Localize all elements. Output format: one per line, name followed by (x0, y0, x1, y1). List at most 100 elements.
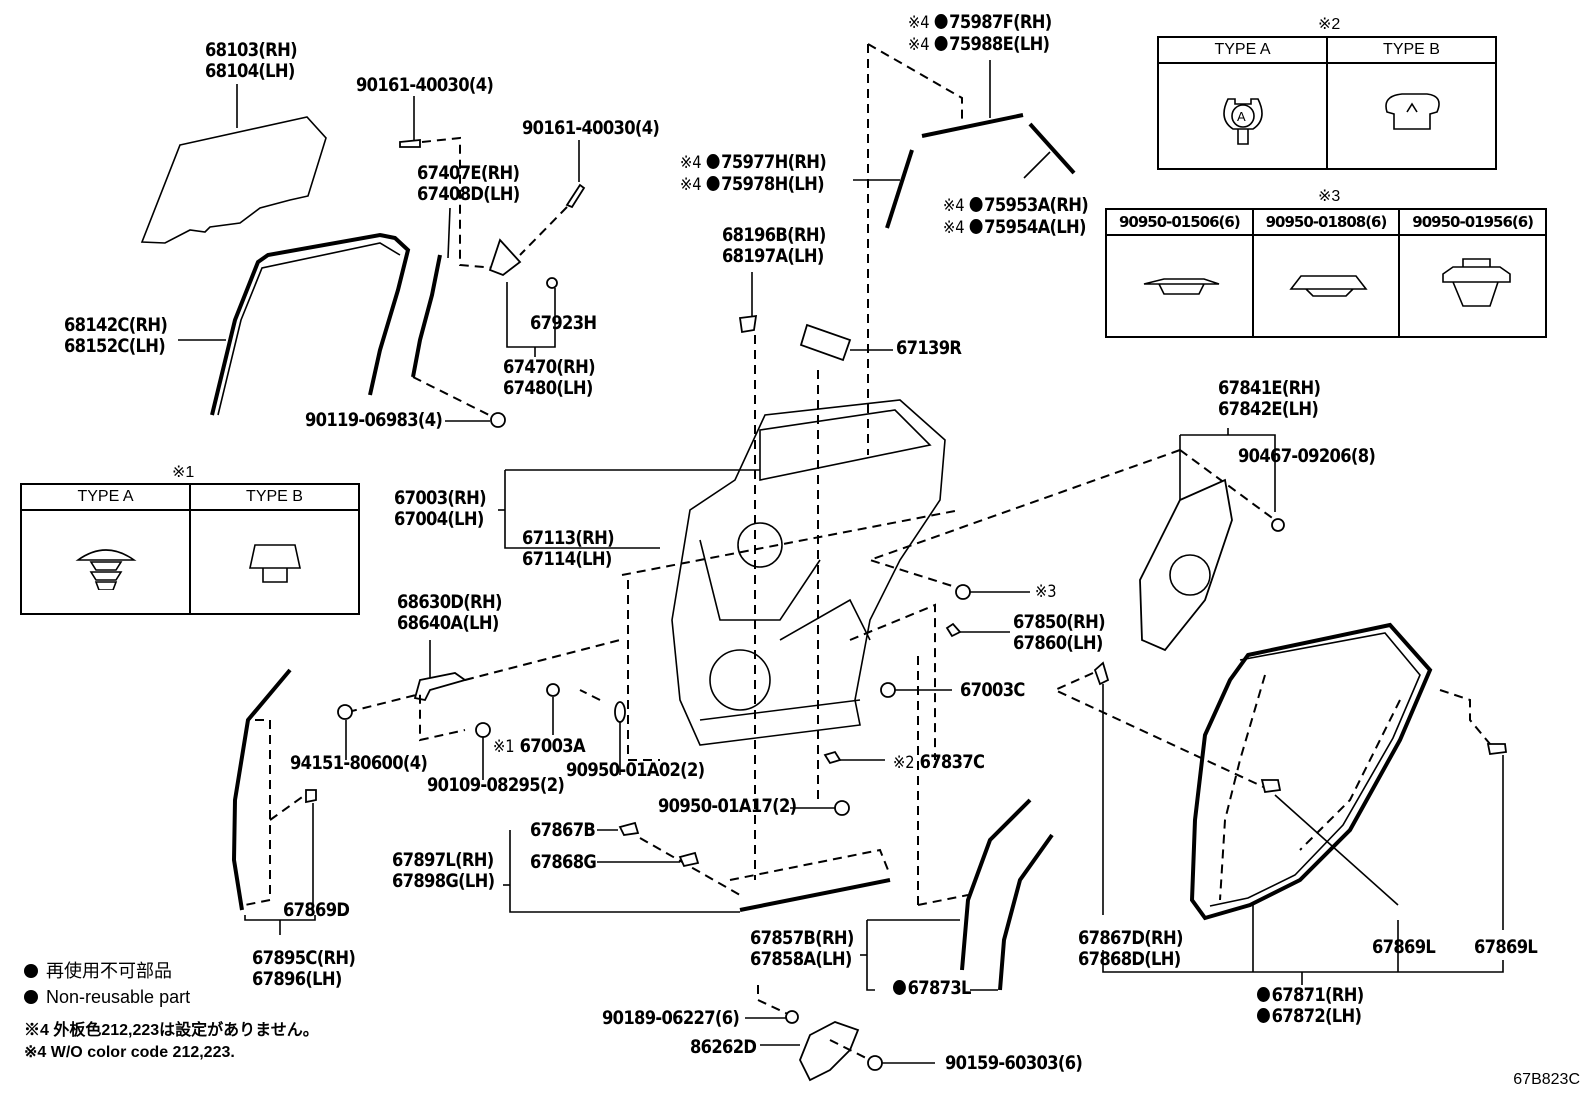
label-67871[interactable]: 67871(RH) 67872(LH) (1257, 985, 1364, 1027)
bracket-part[interactable] (488, 238, 522, 277)
label-67003[interactable]: 67003(RH)67004(LH) (394, 487, 487, 530)
hole-plug-part[interactable] (955, 584, 971, 600)
label-68103[interactable]: 68103(RH)68104(LH) (205, 39, 298, 82)
label-67003c[interactable]: 67003C (960, 679, 1025, 701)
non-reusable-dot-icon (969, 219, 983, 234)
molding-part[interactable] (885, 149, 914, 229)
weatherstrip-part[interactable] (231, 668, 292, 911)
hole-plug-icon (1441, 258, 1511, 307)
hole-plug-part[interactable] (546, 683, 560, 697)
clip-type-a-cell: A (1157, 62, 1328, 170)
label-75953[interactable]: ※4 75953A(RH) ※4 75954A(LH) (943, 194, 1089, 239)
door-weatherstrip-part[interactable] (1189, 622, 1433, 921)
weatherstrip-part[interactable] (960, 798, 1032, 971)
nut-part[interactable] (1271, 518, 1285, 532)
clip-part[interactable] (546, 277, 558, 289)
label-68196[interactable]: 68196B(RH)68197A(LH) (722, 224, 826, 267)
label-67867d[interactable]: 67867D(RH)67868D(LH) (1078, 927, 1183, 970)
non-reusable-dot-icon (969, 197, 983, 212)
screw-part[interactable] (565, 183, 586, 209)
ref-mark: ※4 (943, 218, 965, 238)
label-75987[interactable]: ※4 75987F(RH) ※4 75988E(LH) (908, 11, 1052, 56)
label-67837c[interactable]: ※2 67837C (893, 751, 985, 774)
label-67470[interactable]: 67470(RH)67480(LH) (503, 356, 596, 399)
label-67841[interactable]: 67841E(RH)67842E(LH) (1218, 377, 1321, 420)
label-90159[interactable]: 90159-60303(6) (945, 1052, 1083, 1074)
clip-part[interactable] (823, 750, 842, 765)
label-75977[interactable]: ※4 75977H(RH) ※4 75978H(LH) (680, 151, 827, 196)
label-67869d[interactable]: 67869D (283, 899, 350, 921)
table-header: TYPE B (1326, 36, 1497, 64)
clip-part[interactable] (305, 789, 317, 804)
label-67873[interactable]: 67873L (893, 978, 971, 999)
clip-part[interactable] (1486, 743, 1508, 755)
label-67407[interactable]: 67407E(RH)67408D(LH) (417, 162, 520, 205)
clip-part[interactable] (678, 851, 700, 868)
plug-cell (1398, 234, 1547, 338)
label-67869l-1[interactable]: 67869L (1372, 936, 1436, 958)
screw-part[interactable] (867, 1055, 883, 1071)
hole-plug-part[interactable] (880, 682, 896, 698)
table-ref1-caption: ※1 (172, 464, 195, 481)
service-hole-cover-part[interactable] (1139, 478, 1233, 652)
nut-part[interactable] (337, 704, 353, 720)
label-90189[interactable]: 90189-06227(6) (602, 1007, 740, 1029)
clip-type-a-cell (20, 509, 191, 615)
clip-part[interactable] (1260, 779, 1282, 793)
hole-plug-part[interactable] (614, 701, 626, 723)
clip-part[interactable] (738, 314, 758, 334)
plug-cell (1105, 234, 1254, 338)
non-reusable-dot-icon (706, 154, 720, 169)
legend: 再使用不可部品 Non-reusable part (24, 958, 190, 1010)
hole-plug-icon (1289, 275, 1368, 297)
cover-part[interactable] (799, 1021, 860, 1082)
label-68630[interactable]: 68630D(RH)68640A(LH) (397, 591, 502, 634)
molding-part[interactable] (1028, 122, 1076, 175)
label-90161-a[interactable]: 90161-40030(4) (356, 74, 494, 96)
label-67139[interactable]: 67139R (896, 337, 962, 359)
label-90109[interactable]: 90109-08295(2) (427, 774, 565, 796)
screw-part[interactable] (399, 139, 421, 148)
label-67857[interactable]: 67857B(RH)67858A(LH) (750, 927, 854, 970)
pad-part[interactable] (799, 323, 852, 362)
hole-plug-part[interactable] (834, 800, 850, 816)
label-68142[interactable]: 68142C(RH)68152C(LH) (64, 314, 168, 357)
hole-plug-icon (1144, 278, 1220, 295)
label-67869l-2[interactable]: 67869L (1474, 936, 1538, 958)
non-reusable-dot-icon (934, 14, 948, 29)
table-header: TYPE A (1157, 36, 1328, 64)
label-67868g[interactable]: 67868G (530, 851, 597, 873)
stopper-part[interactable] (945, 622, 962, 638)
label-67895[interactable]: 67895C(RH)67896(LH) (252, 947, 356, 990)
door-glass-part[interactable] (140, 116, 327, 244)
label-67003a[interactable]: ※1 67003A (493, 735, 586, 758)
rocker-molding-part[interactable] (739, 878, 891, 912)
label-94151[interactable]: 94151-80600(4) (290, 752, 428, 774)
label-90161-b[interactable]: 90161-40030(4) (522, 117, 660, 139)
non-reusable-dot-icon (1257, 1008, 1270, 1023)
clip-part[interactable] (785, 1010, 799, 1024)
label-90119[interactable]: 90119-06983(4) (305, 409, 443, 431)
bolt-part[interactable] (475, 722, 491, 738)
clip-part[interactable] (1093, 661, 1110, 686)
label-67113[interactable]: 67113(RH)67114(LH) (522, 527, 615, 570)
door-panel-part[interactable] (671, 399, 946, 746)
glass-run-part[interactable] (210, 232, 411, 416)
bolt-part[interactable] (490, 412, 506, 428)
check-part[interactable] (413, 672, 468, 702)
clip-type-b-cell (1326, 62, 1497, 170)
label-67923[interactable]: 67923H (530, 312, 597, 334)
label-67897[interactable]: 67897L(RH)67898G(LH) (392, 849, 495, 892)
label-67867b[interactable]: 67867B (530, 819, 596, 841)
belt-molding-part[interactable] (921, 113, 1024, 138)
label-90467[interactable]: 90467-09206(8) (1238, 445, 1376, 467)
label-86262[interactable]: 86262D (690, 1036, 757, 1058)
clip-part[interactable] (618, 821, 640, 836)
label-67850[interactable]: 67850(RH)67860(LH) (1013, 611, 1106, 654)
label-ref3[interactable]: ※3 (1035, 582, 1057, 602)
weatherstrip-part[interactable] (998, 833, 1054, 991)
note-4-en: ※4 W/O color code 212,223. (24, 1044, 235, 1061)
label-90950-01a17[interactable]: 90950-01A17(2) (658, 795, 797, 817)
channel-part[interactable] (411, 254, 442, 378)
label-90950-01a02[interactable]: 90950-01A02(2) (566, 759, 705, 781)
